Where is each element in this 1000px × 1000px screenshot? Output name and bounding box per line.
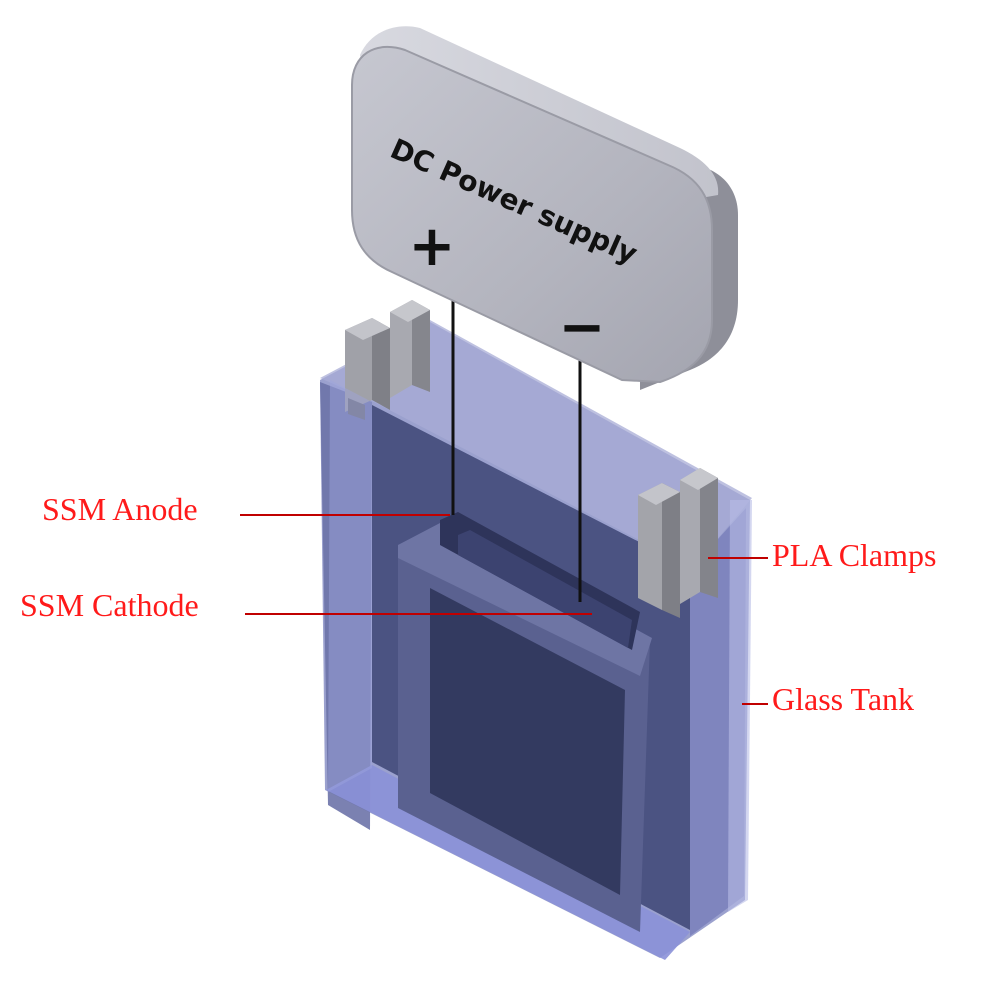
callouts: SSM Anode SSM Cathode PLA Clamps Glass T… xyxy=(20,491,936,717)
frame-top-bar xyxy=(398,523,652,676)
electrode-assembly xyxy=(398,512,652,932)
negative-terminal-icon: − xyxy=(559,295,606,360)
tank-left-pane xyxy=(320,382,372,830)
pla-clamp-left xyxy=(345,300,430,420)
anode-callout: SSM Anode xyxy=(42,491,198,527)
tank-right-edge xyxy=(728,500,752,912)
clamps-callout: PLA Clamps xyxy=(772,537,936,573)
positive-terminal-icon: + xyxy=(409,214,456,279)
tank-callout: Glass Tank xyxy=(772,681,914,717)
pla-clamp-right xyxy=(638,468,718,618)
dc-power-supply: DC Power supply + − xyxy=(351,26,738,390)
cathode-plate xyxy=(458,530,632,648)
cathode-callout: SSM Cathode xyxy=(20,587,199,623)
psu-front xyxy=(351,45,713,384)
tank-front-glass xyxy=(328,380,372,792)
electrode-mesh xyxy=(430,588,625,895)
